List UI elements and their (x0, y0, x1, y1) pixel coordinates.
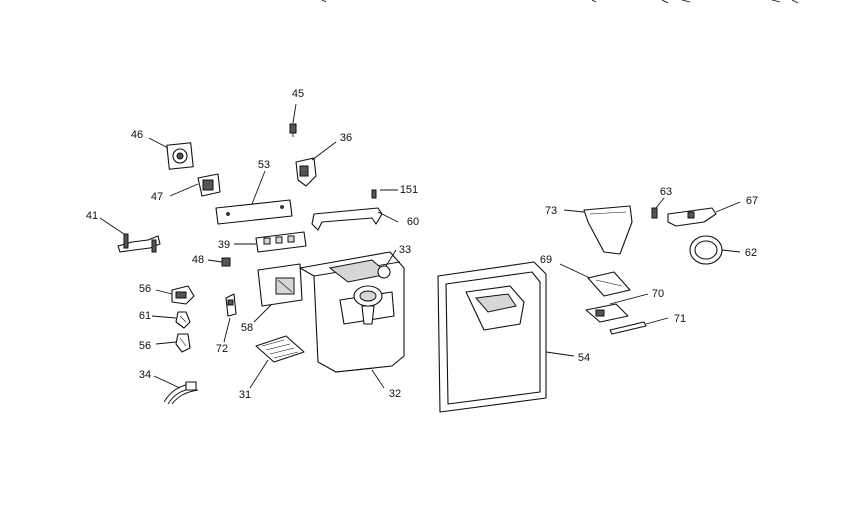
part-41-lever (99, 217, 161, 253)
part-60-bar (311, 207, 399, 231)
label-69: 69 (540, 254, 552, 266)
label-63: 63 (660, 186, 672, 198)
label-47: 47 (151, 191, 163, 203)
label-60: 60 (407, 216, 419, 228)
label-48: 48 (192, 254, 204, 266)
label-34: 34 (139, 369, 151, 381)
label-67: 67 (746, 195, 758, 207)
top-edge-marks (321, 0, 799, 4)
part-39-board (234, 231, 307, 253)
label-41: 41 (86, 210, 98, 222)
label-71: 71 (674, 313, 686, 325)
label-36: 36 (340, 132, 352, 144)
label-39: 39 (218, 239, 230, 251)
part-53-plate (215, 170, 293, 225)
label-73: 73 (545, 205, 557, 217)
label-56b: 56 (139, 340, 151, 352)
part-54-door (437, 261, 575, 413)
part-36-bracket (295, 141, 337, 187)
part-31-tray (249, 335, 305, 389)
label-62: 62 (745, 247, 757, 259)
part-56b-cap (155, 333, 191, 353)
part-46-knob (148, 137, 194, 170)
label-32: 32 (389, 388, 401, 400)
label-151: 151 (400, 184, 418, 196)
label-58: 58 (241, 322, 253, 334)
part-72-latch (223, 293, 237, 343)
part-63-screw (651, 197, 665, 219)
label-45: 45 (292, 88, 304, 100)
label-56: 56 (139, 283, 151, 295)
label-33: 33 (399, 244, 411, 256)
part-61-spring (151, 311, 191, 329)
part-70-actuator (585, 293, 649, 323)
label-31: 31 (239, 389, 251, 401)
part-73-funnel (563, 205, 633, 255)
label-54: 54 (578, 352, 590, 364)
part-67-bracket (667, 201, 741, 227)
part-48-clip (207, 257, 231, 267)
label-53: 53 (258, 159, 270, 171)
part-71-rod (609, 317, 669, 335)
part-62-ring (689, 235, 741, 265)
label-72: 72 (216, 343, 228, 355)
part-34-harness (153, 375, 199, 405)
part-69-cradle (559, 263, 631, 297)
label-61: 61 (139, 310, 151, 322)
part-33-chute (353, 249, 397, 325)
part-47-switch (169, 173, 221, 197)
part-151-screw (371, 189, 398, 199)
part-45-screw (289, 103, 297, 137)
part-56-cap (155, 285, 195, 305)
label-46: 46 (131, 129, 143, 141)
part-58-panel (253, 263, 303, 323)
callout-labels: 45 46 36 53 47 151 41 60 39 33 48 56 61 … (86, 88, 758, 401)
label-70: 70 (652, 288, 664, 300)
